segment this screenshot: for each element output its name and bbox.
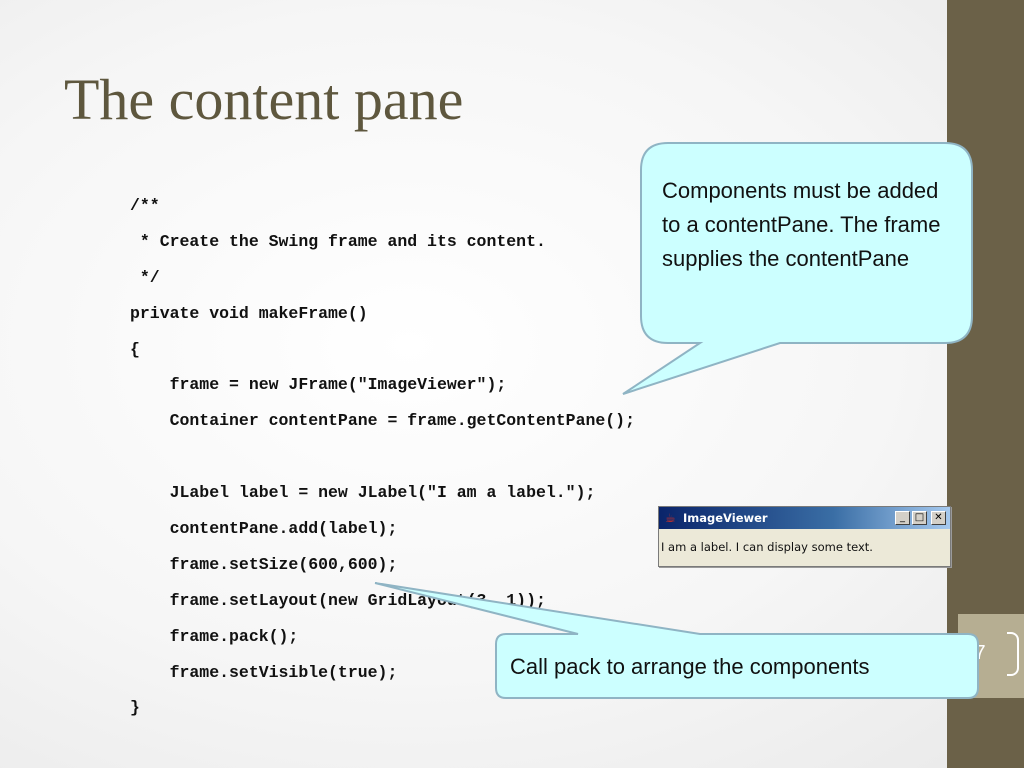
code-line: private void makeFrame()	[130, 303, 368, 323]
callout-content-pane: Components must be added to a contentPan…	[662, 178, 941, 271]
code-line: frame.setVisible(true);	[130, 662, 398, 682]
maximize-icon[interactable]: □	[912, 511, 927, 525]
code-line: Container contentPane = frame.getContent…	[130, 411, 635, 431]
code-line: * Create the Swing frame and its content…	[130, 231, 546, 251]
slide-title: The content pane	[64, 67, 464, 132]
code-line: frame.pack();	[130, 626, 299, 646]
close-icon[interactable]: ✕	[931, 511, 946, 525]
code-block: /** * Create the Swing frame and its con…	[130, 188, 830, 726]
callout-pack: Call pack to arrange the components	[510, 654, 870, 679]
code-line: frame.setSize(600,600);	[130, 554, 398, 574]
code-line: contentPane.add(label);	[130, 519, 398, 539]
code-line: /**	[130, 196, 160, 215]
slide-number: 7	[974, 642, 986, 664]
code-line	[130, 439, 830, 475]
code-line: }	[130, 698, 140, 718]
window-titlebar[interactable]: ☕ ImageViewer _ □ ✕	[659, 507, 950, 529]
imageviewer-window[interactable]: ☕ ImageViewer _ □ ✕ I am a label. I can …	[658, 506, 951, 567]
code-line: JLabel label = new JLabel("I am a label.…	[130, 483, 596, 503]
window-title: ImageViewer	[683, 511, 768, 525]
java-cup-icon[interactable]: ☕	[665, 511, 676, 525]
window-label: I am a label. I can display some text.	[661, 540, 873, 554]
minimize-icon[interactable]: _	[895, 511, 910, 525]
code-line: */	[130, 267, 160, 287]
code-line: frame.setLayout(new GridLayout(3, 1));	[130, 590, 546, 610]
code-line: frame = new JFrame("ImageViewer");	[130, 375, 507, 395]
code-line: {	[130, 339, 140, 359]
slide-number-bracket	[1007, 632, 1019, 676]
